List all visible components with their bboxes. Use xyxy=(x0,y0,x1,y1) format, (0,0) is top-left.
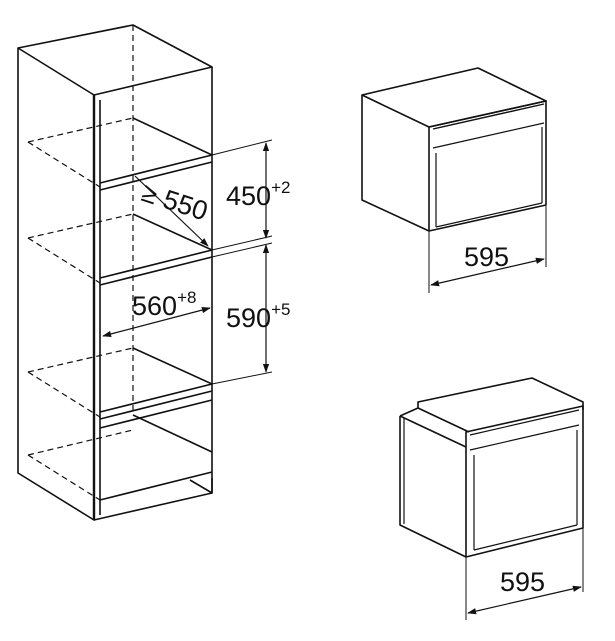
lower-height-tolerance: +5 xyxy=(271,300,290,319)
lower-height-label: 590+5 xyxy=(226,300,290,333)
upper-height-value: 450 xyxy=(226,181,271,211)
compact-width-label: 595 xyxy=(464,242,509,272)
shelves xyxy=(99,117,213,501)
upper-height-tolerance: +2 xyxy=(271,178,290,197)
niche-width-label: 560+8 xyxy=(132,288,196,321)
upper-height-label: 450+2 xyxy=(226,178,290,211)
tall-cabinet xyxy=(17,24,273,521)
full-width-label: 595 xyxy=(500,567,545,597)
hidden-edges xyxy=(27,25,134,501)
cabinet-outline xyxy=(17,24,213,96)
compact-front-panel xyxy=(428,100,547,205)
compact-width-dimension-line xyxy=(430,257,545,287)
full-width-dimension-line xyxy=(467,585,582,615)
depth-dimension-line xyxy=(134,175,209,247)
height-extension-lines xyxy=(211,139,273,385)
compact-appliance xyxy=(361,67,547,293)
niche-width-value: 560 xyxy=(132,291,177,321)
lower-height-value: 590 xyxy=(226,303,271,333)
niche-width-dimension-line xyxy=(102,307,211,337)
full-appliance xyxy=(399,377,584,620)
niche-width-tolerance: +8 xyxy=(177,288,196,307)
depth-label: ≥ 550 xyxy=(138,177,211,226)
